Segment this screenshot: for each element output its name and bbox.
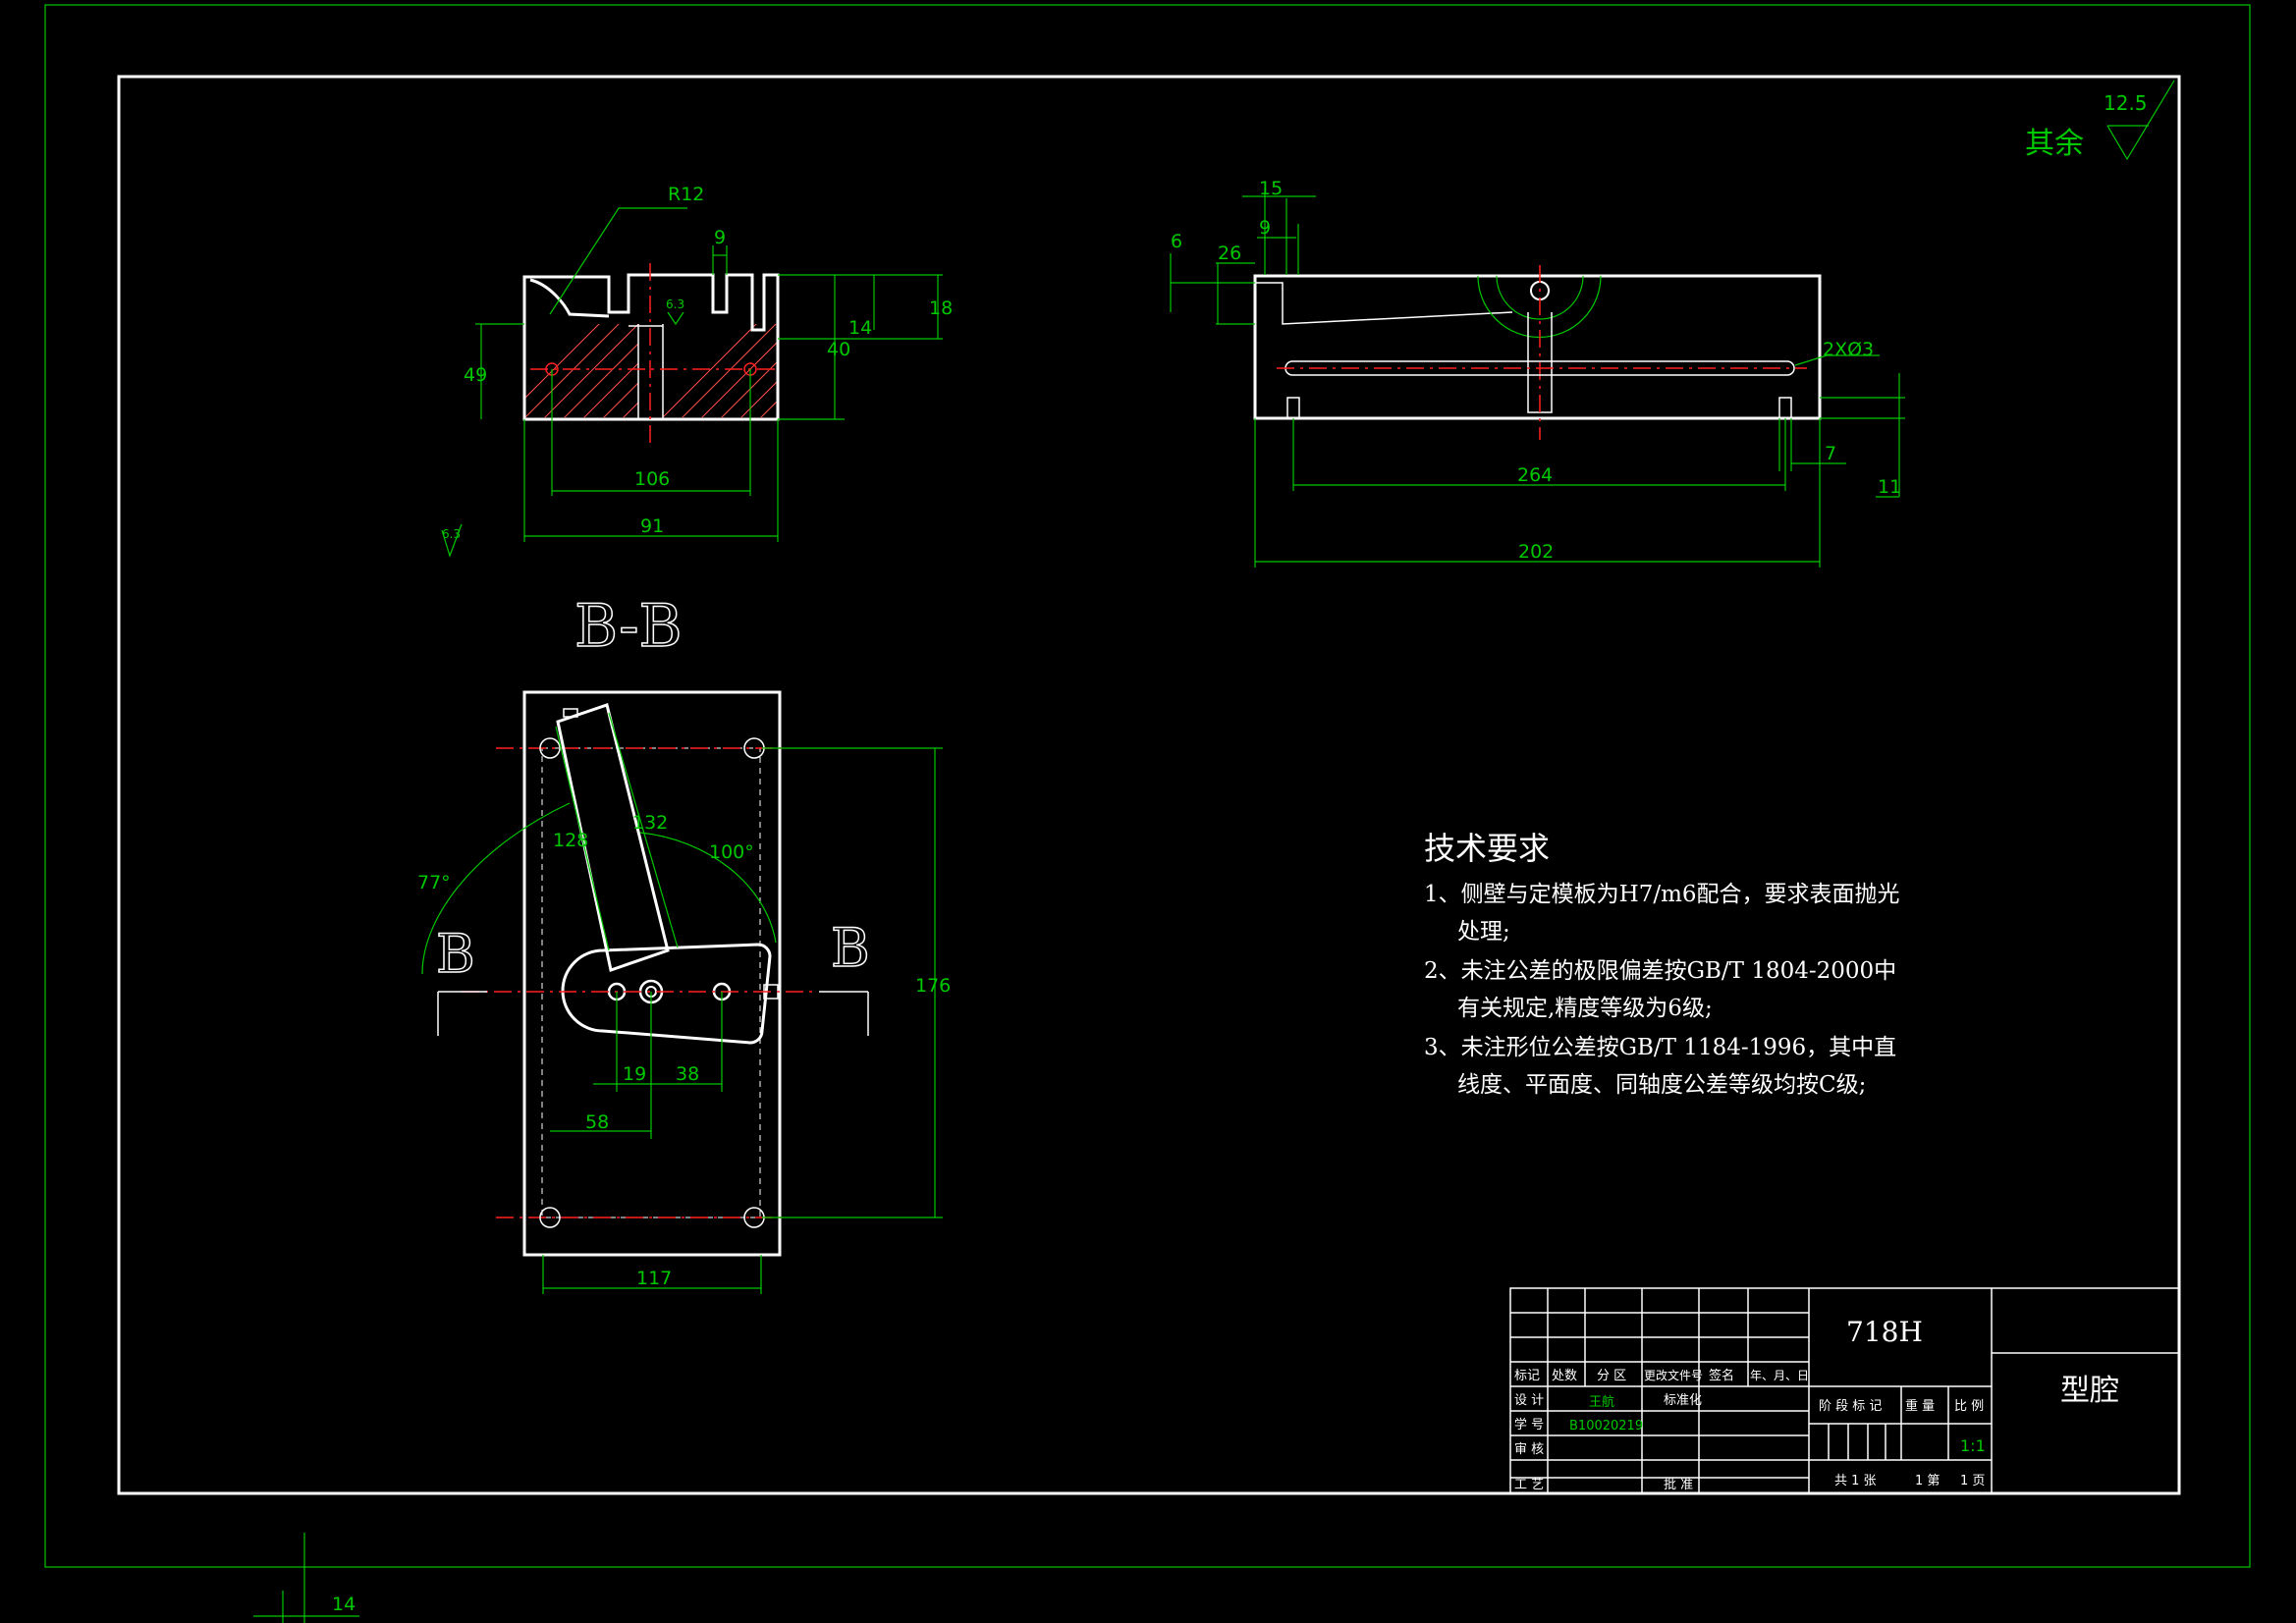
tech-req-line-4: 有关规定,精度等级为6级; <box>1457 996 1713 1021</box>
tb-design-label: 设 计 <box>1514 1393 1544 1408</box>
dim-14-extra: 14 <box>332 1594 355 1615</box>
tb-review-label: 审 核 <box>1514 1442 1544 1457</box>
dim-58: 58 <box>585 1111 609 1133</box>
dim-106: 106 <box>634 468 670 490</box>
tb-process-label: 工 艺 <box>1514 1478 1544 1492</box>
tb-stage-header: 阶 段 标 记 <box>1819 1399 1882 1414</box>
tb-sheet-total: 共 1 张 <box>1834 1474 1877 1488</box>
tb-header-change-doc: 更改文件号 <box>1644 1368 1703 1382</box>
tech-req-line-5: 3、未注形位公差按GB/T 1184-1996，其中直 <box>1424 1035 1896 1060</box>
tech-req-line-6: 线度、平面度、同轴度公差等级均按C级; <box>1457 1072 1866 1098</box>
dim-r12: R12 <box>668 184 704 205</box>
roughness-prefix: 其余 <box>2025 127 2084 161</box>
tb-header-zone: 分 区 <box>1597 1369 1626 1383</box>
roughness-symbol: 其余 12.5 <box>2025 80 2175 161</box>
tb-sheet-page: 1 页 <box>1960 1474 1985 1488</box>
dim-14: 14 <box>848 317 872 339</box>
inner-frame <box>117 75 2181 1495</box>
tb-header-count: 处数 <box>1552 1369 1577 1383</box>
tb-student-id: B10020219 <box>1569 1419 1643 1434</box>
dim-9: 9 <box>714 227 726 248</box>
plan-view: B B 128 132 77° 100° 176 19 38 58 117 <box>417 690 951 1294</box>
dim-49: 49 <box>464 364 487 386</box>
dim-117: 117 <box>636 1268 672 1289</box>
tb-scale-value: 1:1 <box>1960 1436 1986 1455</box>
dim-11: 11 <box>1878 476 1901 498</box>
section-marker-right: B <box>831 917 870 979</box>
dim-176: 176 <box>915 975 951 997</box>
dim-15: 15 <box>1259 178 1283 199</box>
tb-scale-header: 比 例 <box>1954 1399 1984 1414</box>
dim-roughness-outer: 6.3 <box>442 527 461 541</box>
tech-req-line-3: 2、未注公差的极限偏差按GB/T 1804-2000中 <box>1424 958 1896 984</box>
dim-91: 91 <box>640 515 664 537</box>
dim-19: 19 <box>623 1063 646 1085</box>
dim-40: 40 <box>827 339 850 360</box>
technical-requirements: 技术要求 1、侧壁与定模板为H7/m6配合，要求表面抛光 处理; 2、未注公差的… <box>1424 830 1900 1098</box>
tb-header-signature: 签名 <box>1709 1368 1734 1383</box>
dim-264: 264 <box>1517 464 1553 486</box>
dim-132: 132 <box>632 812 668 834</box>
front-section-view: R12 9 6.3 49 40 14 18 106 91 6.3 <box>441 184 953 558</box>
section-marker-left: B <box>436 923 475 985</box>
tb-sheet-no: 1 第 <box>1915 1474 1940 1488</box>
dim-26: 26 <box>1218 243 1241 264</box>
dim-100-deg: 100° <box>709 841 754 863</box>
title-block: 718H 型腔 标记 处数 分 区 更改文件号 签名 年、月、日 设 计 王航 … <box>1509 1287 2180 1494</box>
tech-req-line-2: 处理; <box>1457 919 1510 945</box>
dim-7: 7 <box>1825 443 1836 464</box>
dim-202: 202 <box>1518 541 1554 563</box>
roughness-value: 12.5 <box>2104 91 2148 115</box>
tb-weight-header: 重 量 <box>1905 1398 1935 1414</box>
dim-2x-phi3: 2XØ3 <box>1823 339 1874 360</box>
tech-req-line-1: 1、侧壁与定模板为H7/m6配合，要求表面抛光 <box>1424 882 1900 907</box>
part-name: 型腔 <box>2060 1374 2119 1408</box>
dim-128: 128 <box>553 830 588 851</box>
side-view: 15 9 26 6 2XØ3 264 7 11 202 <box>1170 178 1905 568</box>
tech-req-title: 技术要求 <box>1424 830 1550 867</box>
tb-student-id-label: 学 号 <box>1514 1417 1544 1433</box>
stray-dimension: 14 <box>253 1533 359 1623</box>
dim-18: 18 <box>929 298 953 319</box>
tb-approve-label: 批 准 <box>1664 1478 1693 1492</box>
dim-6: 6 <box>1171 231 1182 252</box>
tb-header-date: 年、月、日 <box>1750 1369 1809 1382</box>
dim-9-side: 9 <box>1259 217 1271 239</box>
section-hatch <box>524 324 778 417</box>
tb-standardize-label: 标准化 <box>1664 1393 1702 1408</box>
outer-frame <box>44 4 2251 1568</box>
tb-header-mark: 标记 <box>1514 1369 1540 1383</box>
dim-roughness-inner: 6.3 <box>666 298 684 311</box>
dim-38: 38 <box>676 1063 699 1085</box>
dim-77-deg: 77° <box>417 872 451 893</box>
material-label: 718H <box>1846 1316 1923 1348</box>
section-title: B-B <box>574 592 683 661</box>
tb-designer: 王航 <box>1589 1394 1614 1410</box>
